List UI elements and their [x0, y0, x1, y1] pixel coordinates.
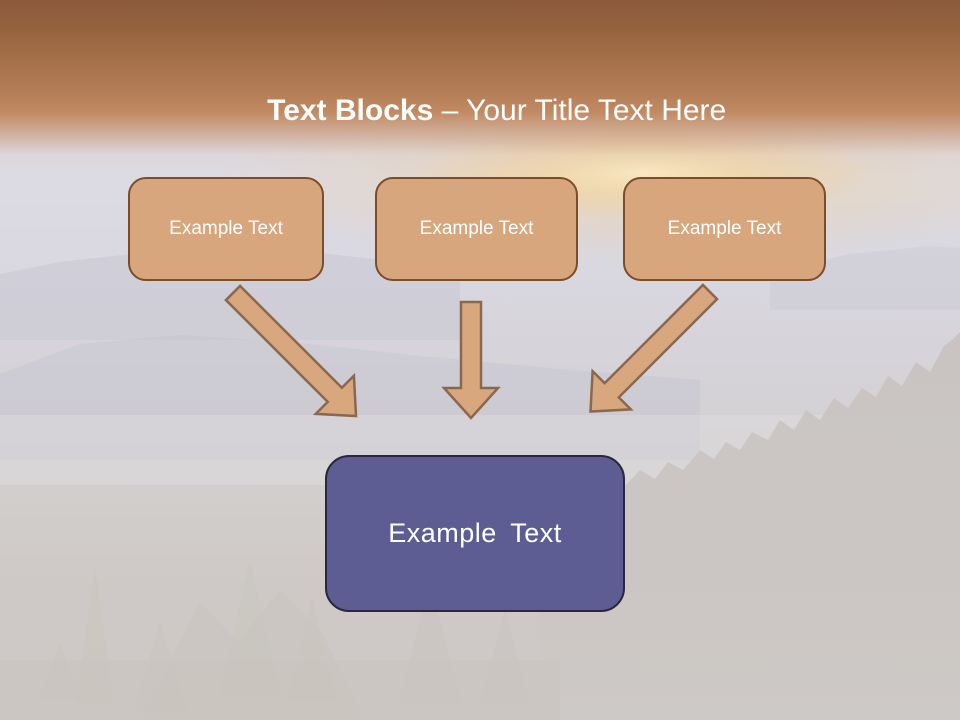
slide-title: Text Blocks – Your Title Text Here — [0, 54, 960, 168]
result-block-label: Example Text — [388, 518, 562, 548]
treeline-right — [540, 332, 960, 720]
text-block-3: Example Text — [623, 177, 826, 281]
trees-bottom-left — [0, 560, 560, 720]
result-block: Example Text — [325, 455, 625, 612]
title-bold-text: Text Blocks — [267, 94, 434, 127]
title-separator: – — [433, 94, 467, 127]
header-band — [0, 0, 960, 175]
text-block-2-label: Example Text — [419, 218, 534, 239]
title-regular-text: Your Title Text Here — [466, 94, 727, 127]
text-block-3-label: Example Text — [667, 218, 782, 239]
text-block-2: Example Text — [375, 177, 578, 281]
text-block-1-label: Example Text — [169, 218, 283, 239]
text-block-1: Example Text — [128, 177, 324, 281]
